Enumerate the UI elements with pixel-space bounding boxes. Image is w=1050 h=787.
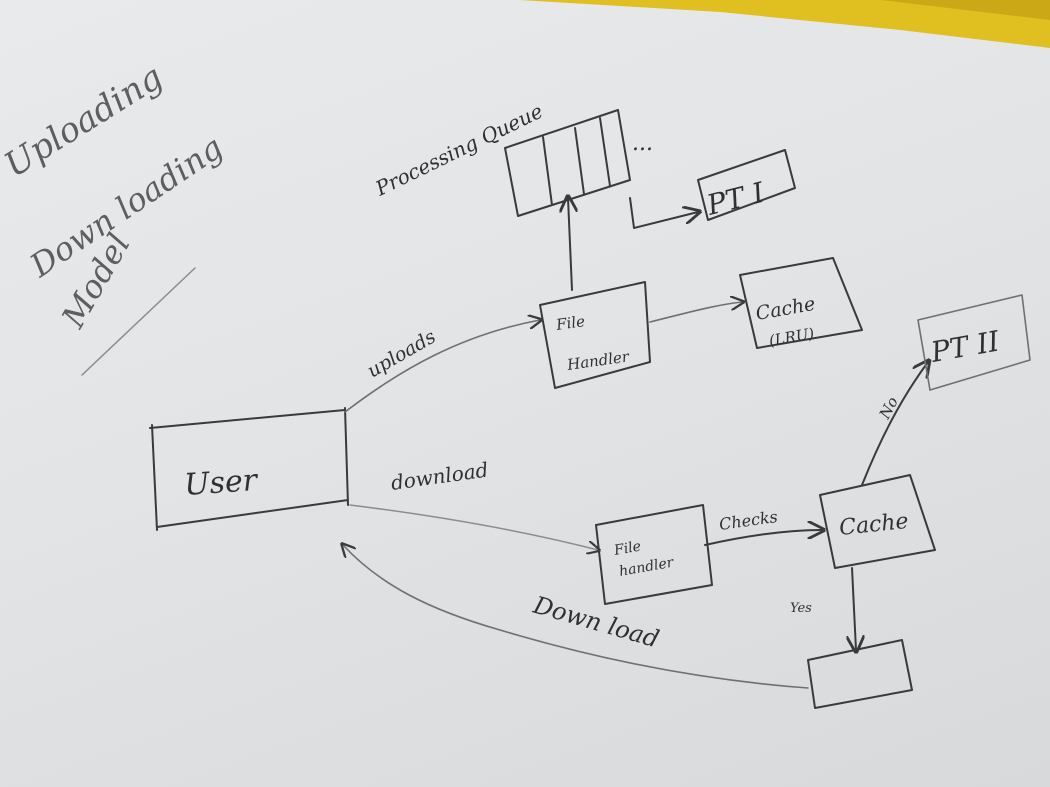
download-cache-node: Cache bbox=[819, 474, 936, 569]
download-file-handler-box bbox=[595, 504, 713, 605]
yes-label: Yes bbox=[790, 601, 812, 616]
download-file-handler-label-line1: File bbox=[612, 538, 642, 559]
processing-queue-label: Processing Queue bbox=[371, 99, 547, 201]
lru-cache-label-line2: (LRU) bbox=[768, 324, 816, 350]
queue-slot-dividers bbox=[542, 117, 611, 206]
checks-label: Checks bbox=[718, 507, 779, 534]
handler-to-queue-arrow bbox=[568, 198, 572, 291]
pt1-node: PT I bbox=[697, 149, 796, 222]
upload-file-handler-box bbox=[539, 281, 651, 389]
download-back-arrow bbox=[343, 545, 809, 689]
title-line-uploading: Uploading bbox=[0, 57, 170, 185]
no-label: No bbox=[875, 394, 902, 423]
pt2-box bbox=[917, 294, 1031, 391]
checks-arrow bbox=[704, 530, 822, 546]
upload-file-handler-label-line1: File bbox=[554, 312, 586, 334]
queue-ellipsis: ... bbox=[632, 131, 653, 156]
user-box bbox=[149, 407, 349, 531]
user-label: User bbox=[183, 463, 260, 503]
download-cache-box bbox=[819, 474, 936, 569]
download-file-handler-label-line2: handler bbox=[618, 554, 676, 579]
user-node: User bbox=[149, 407, 349, 531]
download-file-handler-node: File handler bbox=[595, 504, 713, 605]
download-arrow bbox=[349, 504, 598, 550]
title-underline bbox=[81, 267, 196, 376]
lru-cache-label-line1: Cache bbox=[754, 293, 817, 325]
no-arrow bbox=[861, 362, 928, 486]
upload-file-handler-node: File Handler bbox=[539, 281, 651, 389]
pt1-label: PT I bbox=[703, 176, 769, 222]
pt2-node: PT II bbox=[917, 294, 1031, 391]
yes-arrow bbox=[852, 567, 856, 650]
pt1-box bbox=[697, 149, 796, 221]
lru-cache-node: Cache (LRU) bbox=[739, 257, 863, 350]
lru-cache-box bbox=[739, 257, 863, 349]
download-cache-label: Cache bbox=[838, 509, 910, 541]
title-block: Uploading Down loading Model bbox=[0, 57, 230, 376]
download-label: download bbox=[389, 458, 489, 495]
queue-outline bbox=[504, 109, 631, 217]
handler-to-lru-cache-arrow bbox=[649, 302, 742, 323]
queue-to-pt1-arrow bbox=[629, 197, 698, 229]
result-box bbox=[807, 639, 913, 709]
uploads-arrow bbox=[344, 320, 540, 413]
processing-queue-node: Processing Queue ... bbox=[371, 99, 653, 217]
pt2-label: PT II bbox=[928, 324, 1003, 369]
